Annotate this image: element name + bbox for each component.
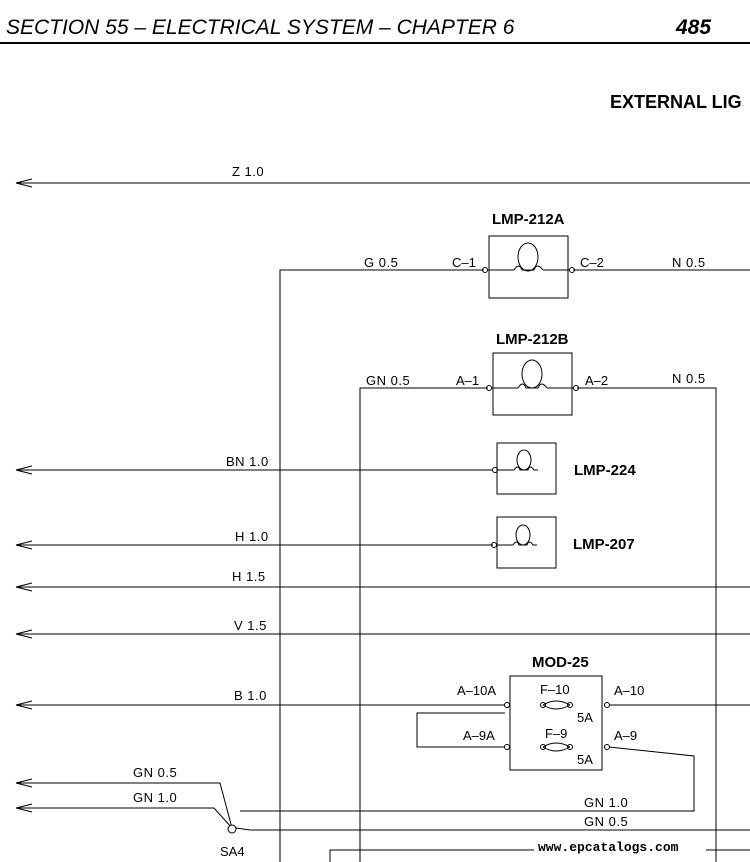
wire-b10 [15,700,505,710]
wire-h10 [15,540,493,550]
wire-n05-mid [577,387,717,862]
lamp-lmp224-symbol [492,449,538,473]
pin-a10a: A–10A [457,683,496,698]
label-b10: B 1.0 [234,688,267,703]
wire-gn05-bottom [235,827,750,831]
wire-a9-out [240,746,695,812]
label-mod25: MOD-25 [532,654,589,671]
label-lmp212b: LMP-212B [496,331,569,348]
label-gn05-left: GN 0.5 [133,765,177,780]
label-g05: G 0.5 [364,255,398,270]
label-lmp212a: LMP-212A [492,211,565,228]
label-n05-mid: N 0.5 [672,371,706,386]
lamp-lmp207-symbol [491,524,537,548]
wire-gn05-left [15,778,233,829]
label-z10: Z 1.0 [232,164,264,179]
lamp-lmp212a-box [488,235,569,299]
fuse-f9-symbol [504,742,610,752]
lamp-lmp212b-symbol [486,359,579,391]
wire-h15 [15,582,750,592]
fuse-f10-label: F–10 [540,682,570,697]
module-mod25-box [509,675,603,771]
fuse-f10-symbol [504,700,610,710]
label-h10: H 1.0 [235,529,269,544]
watermark-text: www.epcatalogs.com [538,840,679,855]
label-h15: H 1.5 [232,569,266,584]
pin-a10: A–10 [614,683,644,698]
wire-z10 [15,178,750,188]
diagram-title: EXTERNAL LIG [610,92,742,112]
watermark-bg [534,836,706,856]
label-gn05-mid: GN 0.5 [366,373,410,388]
pin-a9a: A–9A [463,728,495,743]
wire-bridge-a10a-a9a [416,712,505,748]
pin-c1: C–1 [452,255,476,270]
label-lmp224: LMP-224 [574,462,636,479]
wire-gn05-mid [359,387,488,862]
lamp-lmp207-box [496,516,557,569]
lamp-lmp212a-symbol [482,242,575,273]
label-v15: V 1.5 [234,618,267,633]
fuse-f9-rating: 5A [577,752,593,767]
label-n05-top: N 0.5 [672,255,706,270]
label-lmp207: LMP-207 [573,536,635,553]
pin-c2: C–2 [580,255,604,270]
label-gn05-bottom: GN 0.5 [584,814,628,829]
page-number: 485 [675,16,711,39]
pin-a1: A–1 [456,373,479,388]
splice-sa4-node [227,824,237,834]
label-bn10: BN 1.0 [226,454,269,469]
lamp-lmp212b-box [492,352,573,416]
label-gn10-bottom: GN 1.0 [584,795,628,810]
section-title: SECTION 55 – ELECTRICAL SYSTEM – CHAPTER… [6,16,515,39]
fuse-f9-label: F–9 [545,726,567,741]
wire-v15 [15,629,750,639]
fuse-f10-rating: 5A [577,710,593,725]
wire-gn10-left [15,803,233,829]
pin-a9: A–9 [614,728,637,743]
wire-bn10 [15,465,493,475]
label-gn10-left: GN 1.0 [133,790,177,805]
label-sa4: SA4 [220,844,245,859]
pin-a2: A–2 [585,373,608,388]
wire-g05 [279,269,484,862]
